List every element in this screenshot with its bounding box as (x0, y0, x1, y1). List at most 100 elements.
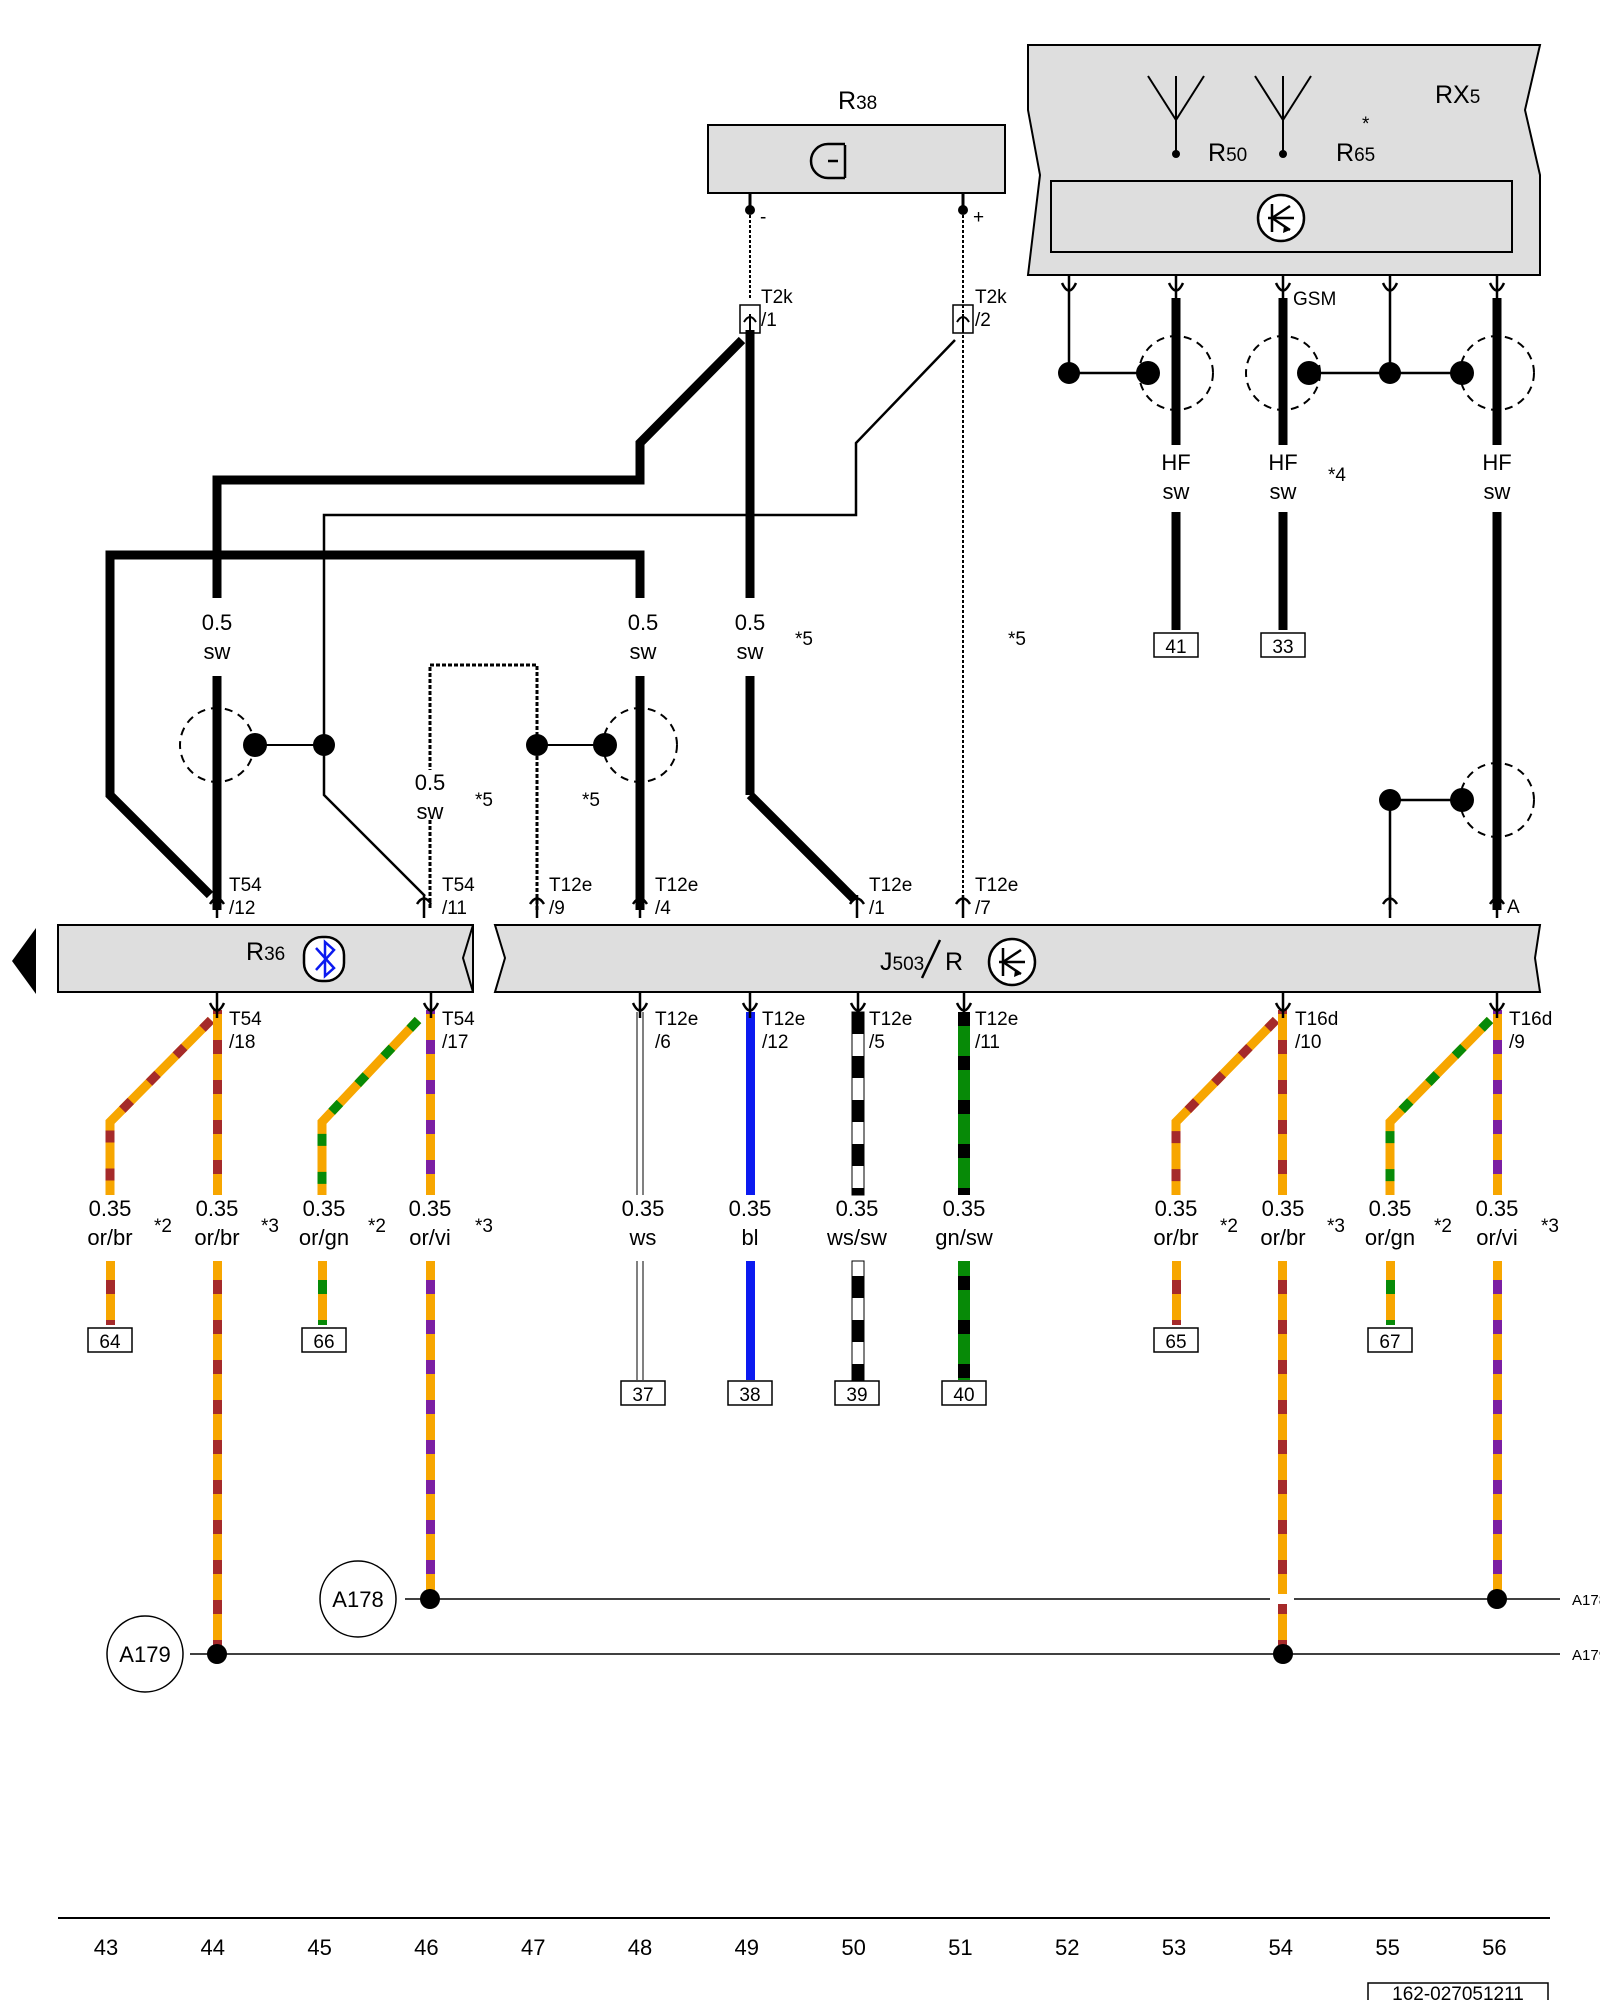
component-r36: R36 (12, 924, 474, 994)
svg-text:0.5: 0.5 (202, 610, 233, 635)
svg-text:/1: /1 (761, 310, 777, 331)
wire-labels: 0.5 sw 0.5 sw 0.5 sw 0.5 sw HF sw HF sw … (87, 450, 1518, 1250)
svg-text:or/br: or/br (1260, 1225, 1305, 1250)
svg-text:T12e: T12e (975, 875, 1018, 896)
svg-text:41: 41 (1165, 637, 1186, 658)
svg-text:0.35: 0.35 (943, 1196, 986, 1221)
scale-label: 56 (1482, 1935, 1506, 1960)
amplifier-icon (987, 937, 1037, 987)
svg-text:HF: HF (1268, 450, 1297, 475)
bus-lines: A178 A179 A178 A179 (106, 1560, 1600, 1693)
svg-text:/1: /1 (869, 898, 885, 919)
svg-text:0.35: 0.35 (1369, 1196, 1412, 1221)
svg-text:40: 40 (953, 1385, 974, 1406)
svg-text:*2: *2 (368, 1216, 386, 1237)
svg-text:67: 67 (1379, 1332, 1400, 1353)
svg-text:0.35: 0.35 (1155, 1196, 1198, 1221)
svg-text:*5: *5 (475, 790, 493, 811)
svg-text:T12e: T12e (655, 875, 698, 896)
connector-labels: T2k /1 T2k /2 T54 /12 T54 /11 T12e /9 T1… (229, 287, 1552, 1053)
svg-text:or/br: or/br (87, 1225, 132, 1250)
svg-text:T54: T54 (442, 1009, 475, 1030)
svg-text:sw: sw (737, 639, 764, 664)
svg-text:HF: HF (1161, 450, 1190, 475)
svg-text:sw: sw (204, 639, 231, 664)
svg-text:/4: /4 (655, 898, 671, 919)
svg-text:or/gn: or/gn (299, 1225, 349, 1250)
scale-label: 47 (521, 1935, 545, 1960)
svg-text:66: 66 (313, 1332, 334, 1353)
ground-point-a178 (319, 1560, 397, 1638)
svg-text:0.5: 0.5 (628, 610, 659, 635)
antenna-icon-r50 (1147, 75, 1205, 154)
svg-text:/2: /2 (975, 310, 991, 331)
svg-text:39: 39 (846, 1385, 867, 1406)
svg-text:*3: *3 (1541, 1216, 1559, 1237)
footnote-marks: *5 *5 *5 *5 *4 *2 *3 *2 *3 *2 *3 *2 *3 (154, 465, 1559, 1237)
wires-upper (105, 193, 968, 910)
svg-text:*3: *3 (1327, 1216, 1345, 1237)
svg-text:T12e: T12e (975, 1009, 1018, 1030)
svg-text:/7: /7 (975, 898, 991, 919)
svg-text:sw: sw (417, 799, 444, 824)
svg-text:sw: sw (1270, 479, 1297, 504)
scale-label: 53 (1162, 1935, 1186, 1960)
reference-boxes: 41 33 64 66 37 38 39 40 65 67 (87, 632, 1413, 1406)
svg-text:or/vi: or/vi (1476, 1225, 1518, 1250)
r65-label: R65 (1336, 139, 1375, 167)
svg-text:0.35: 0.35 (196, 1196, 239, 1221)
svg-text:gn/sw: gn/sw (935, 1225, 993, 1250)
svg-text:ws: ws (629, 1225, 657, 1250)
svg-text:or/vi: or/vi (409, 1225, 451, 1250)
svg-text:162-027051211: 162-027051211 (1392, 1984, 1524, 2000)
svg-text:A178: A178 (332, 1587, 383, 1612)
svg-text:sw: sw (630, 639, 657, 664)
svg-text:T2k: T2k (761, 287, 793, 308)
svg-text:T2k: T2k (975, 287, 1007, 308)
svg-text:HF: HF (1482, 450, 1511, 475)
r36-label: R36 (246, 938, 285, 966)
svg-text:0.35: 0.35 (836, 1196, 879, 1221)
svg-text:*3: *3 (261, 1216, 279, 1237)
svg-text:0.35: 0.35 (622, 1196, 665, 1221)
component-r38: R38 (707, 87, 1006, 194)
svg-text:*5: *5 (795, 629, 813, 650)
wires-antenna (1058, 275, 1535, 910)
svg-text:*5: *5 (1008, 629, 1026, 650)
svg-text:0.35: 0.35 (1262, 1196, 1305, 1221)
svg-text:64: 64 (99, 1332, 121, 1353)
svg-text:37: 37 (632, 1385, 653, 1406)
scale-label: 49 (735, 1935, 759, 1960)
svg-text:T12e: T12e (869, 1009, 912, 1030)
ground-point-a179 (106, 1615, 184, 1693)
svg-text:*2: *2 (1434, 1216, 1452, 1237)
svg-text:/10: /10 (1295, 1032, 1321, 1053)
svg-text:T16d: T16d (1295, 1009, 1338, 1030)
svg-text:T54: T54 (229, 875, 262, 896)
svg-text:65: 65 (1165, 1332, 1186, 1353)
svg-text:/9: /9 (549, 898, 565, 919)
scale-label: 54 (1269, 1935, 1293, 1960)
svg-text:0.35: 0.35 (303, 1196, 346, 1221)
rx5-star: * (1362, 114, 1370, 135)
svg-text:/17: /17 (442, 1032, 468, 1053)
svg-text:0.5: 0.5 (735, 610, 766, 635)
svg-text:0.35: 0.35 (729, 1196, 772, 1221)
svg-text:bl: bl (741, 1225, 758, 1250)
scale-label: 48 (628, 1935, 652, 1960)
svg-text:0.35: 0.35 (1476, 1196, 1519, 1221)
svg-text:T12e: T12e (869, 875, 912, 896)
svg-text:/11: /11 (442, 898, 467, 919)
svg-text:/12: /12 (762, 1032, 788, 1053)
scale-label: 44 (201, 1935, 225, 1960)
amplifier-icon (1256, 193, 1306, 243)
antenna-icon-r65 (1254, 75, 1312, 154)
wires-lower (105, 1010, 1502, 1654)
pin-marks: - + GSM A (760, 207, 1520, 918)
svg-text:A: A (1507, 897, 1520, 918)
svg-text:T12e: T12e (762, 1009, 805, 1030)
component-rx5: RX5 * R50 R65 (1026, 44, 1542, 276)
svg-text:/9: /9 (1509, 1032, 1525, 1053)
scale-label: 45 (307, 1935, 331, 1960)
